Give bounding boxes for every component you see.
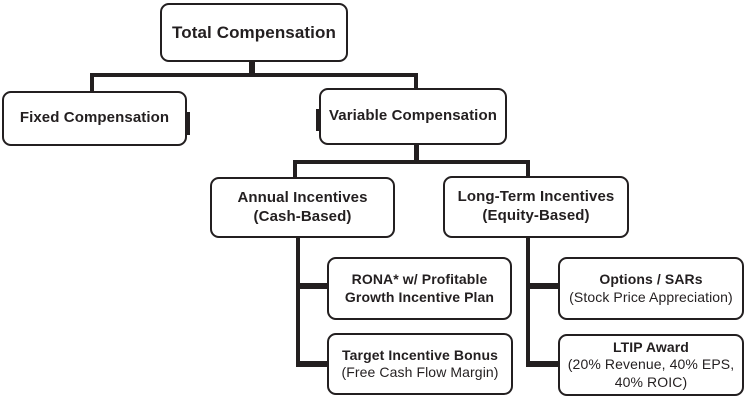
connector-level1-horizontal [90,73,418,77]
connector-total-bottom-stub [249,62,255,75]
node-rona-title-line1: RONA* w/ Profitable [351,271,488,287]
node-total-compensation: Total Compensation [160,3,348,62]
node-total-compensation-label: Total Compensation [172,22,336,42]
node-ltip-award-subtitle-line1: (20% Revenue, 40% EPS, [567,356,735,373]
connector-annual-descender [296,237,300,367]
node-rona-growth-incentive-plan: RONA* w/ Profitable Growth Incentive Pla… [327,257,512,320]
connector-longterm-descender [526,238,530,367]
node-options-sars: Options / SARs (Stock Price Appreciation… [558,257,744,320]
node-rona-title-line2: Growth Incentive Plan [344,288,495,305]
node-ltip-award-subtitle-line2: 40% ROIC) [614,373,688,390]
connector-variable-bottom-stub [414,145,419,162]
node-annual-incentives-title: Annual Incentives [237,188,368,206]
node-longterm-incentives-subtitle: (Equity-Based) [482,207,590,224]
node-longterm-incentives-title: Long-Term Incentives [457,188,615,206]
connector-stub-to-ltip [526,361,560,367]
node-target-incentive-bonus-subtitle: (Free Cash Flow Margin) [341,364,499,380]
node-fixed-compensation-label: Fixed Compensation [19,109,170,127]
node-ltip-award: LTIP Award (20% Revenue, 40% EPS, 40% RO… [558,334,744,396]
connector-tick-fixed-right-edge [185,112,190,135]
connector-drop-to-annual [293,160,297,179]
connector-drop-to-longterm [526,160,530,178]
connector-drop-to-variable [414,73,418,90]
connector-level2-horizontal [293,160,530,164]
node-annual-incentives: Annual Incentives (Cash-Based) [210,177,395,238]
node-longterm-incentives: Long-Term Incentives (Equity-Based) [443,176,629,238]
node-ltip-award-title: LTIP Award [613,338,689,355]
connector-stub-to-options [526,283,560,289]
node-variable-compensation: Variable Compensation [319,88,507,145]
connector-tick-variable-left-edge [316,109,321,131]
node-options-sars-subtitle: (Stock Price Appreciation) [569,288,733,305]
connector-drop-to-fixed [90,73,94,93]
node-annual-incentives-subtitle: (Cash-Based) [253,207,352,225]
node-options-sars-title: Options / SARs [599,271,703,287]
node-fixed-compensation: Fixed Compensation [2,91,187,146]
connector-stub-to-target [296,361,329,367]
node-variable-compensation-label: Variable Compensation [329,107,497,125]
connector-stub-to-rona [296,283,329,289]
node-target-incentive-bonus: Target Incentive Bonus (Free Cash Flow M… [327,333,513,395]
node-target-incentive-bonus-title: Target Incentive Bonus [342,346,498,363]
